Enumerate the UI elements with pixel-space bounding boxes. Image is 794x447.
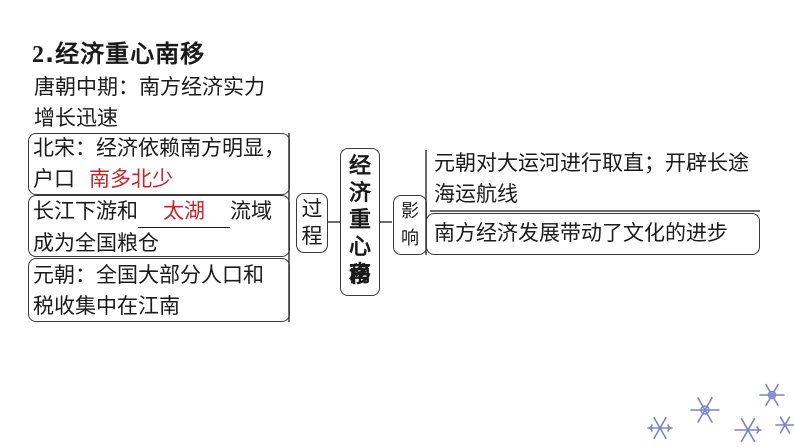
process-lake-prefix: 长江下游和 bbox=[33, 199, 138, 223]
center-label-char-6: 移 bbox=[348, 263, 371, 288]
process-song-line1: 北宋：经济依赖南方明显， bbox=[33, 136, 285, 160]
process-lake-line1: 长江下游和太湖流域 bbox=[33, 196, 272, 228]
center-label-box: 经 济 重 心 南 bbox=[340, 148, 380, 296]
impact-canal-line2: 海运航线 bbox=[434, 182, 518, 206]
process-tang-line2: 增长迅速 bbox=[34, 106, 118, 130]
impact-item-culture-box bbox=[426, 213, 760, 255]
process-label-box: 过 程 bbox=[296, 193, 328, 253]
process-lake-suffix: 流域 bbox=[230, 199, 272, 223]
impact-item-canal: 元朝对大运河进行取直；开辟长途 海运航线 bbox=[434, 148, 749, 210]
impact-canal-line1: 元朝对大运河进行取直；开辟长途 bbox=[434, 151, 749, 175]
process-item-lake-box bbox=[28, 195, 290, 257]
center-label-char-1: 经 bbox=[348, 154, 371, 179]
center-label-char-5: 南 bbox=[348, 262, 371, 287]
process-lake-line2: 成为全国粮仓 bbox=[33, 231, 159, 255]
process-item-song-box bbox=[28, 133, 290, 195]
section-title-text: .经济重心南移 bbox=[45, 40, 206, 68]
impact-label-char-2: 响 bbox=[401, 228, 419, 249]
section-title: 2.经济重心南移 bbox=[32, 34, 205, 69]
impact-label-char-1: 影 bbox=[401, 201, 419, 222]
process-yuan-line2: 税收集中在江南 bbox=[33, 294, 180, 318]
process-item-lake: 长江下游和太湖流域 成为全国粮仓 bbox=[33, 196, 272, 259]
center-label-char-4: 心 bbox=[348, 235, 371, 260]
process-item-yuan: 元朝：全国大部分人口和 税收集中在江南 bbox=[33, 260, 264, 322]
section-number: 2 bbox=[32, 42, 45, 68]
process-item-tang: 唐朝中期：南方经济实力 增长迅速 bbox=[34, 72, 265, 134]
process-yuan-line1: 元朝：全国大部分人口和 bbox=[33, 263, 264, 287]
process-item-yuan-box bbox=[28, 258, 290, 322]
center-label-char-3: 重 bbox=[348, 208, 371, 233]
process-label-char-1: 过 bbox=[301, 197, 323, 221]
process-item-song: 北宋：经济依赖南方明显， 户口南多北少 bbox=[33, 133, 285, 196]
answer-blank-lake: 太湖 bbox=[138, 196, 230, 228]
process-song-prefix: 户口 bbox=[33, 167, 75, 191]
process-tang-line1: 唐朝中期：南方经济实力 bbox=[34, 75, 265, 99]
process-label-char-2: 程 bbox=[301, 224, 323, 248]
impact-item-culture: 南方经济发展带动了文化的进步 bbox=[434, 221, 728, 245]
center-label-char-2: 济 bbox=[348, 181, 371, 206]
